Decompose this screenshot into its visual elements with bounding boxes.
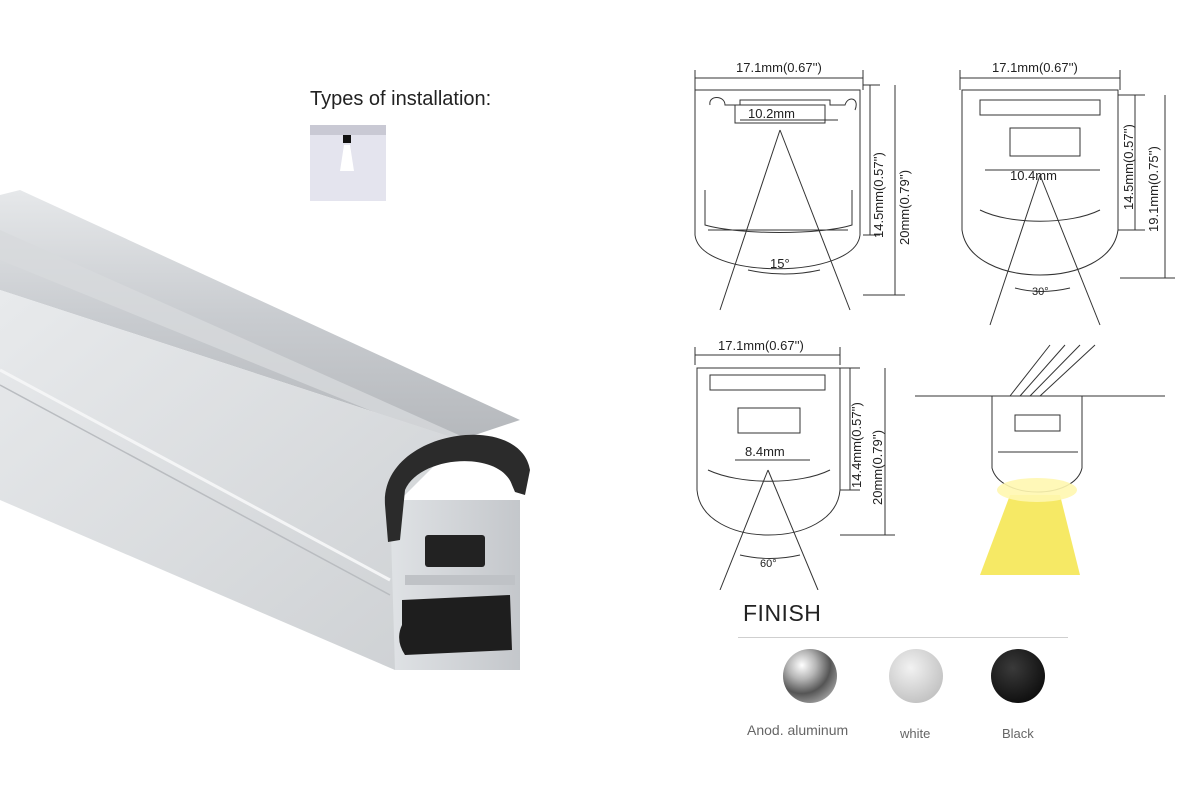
profile-a-drawing xyxy=(694,70,905,311)
finish-divider xyxy=(738,637,1068,638)
profile-c-height-inner: 14.4mm(0.57'') xyxy=(849,402,864,488)
profile-b-drawing xyxy=(959,70,1175,326)
finish-swatch-black[interactable] xyxy=(990,648,1046,704)
profile-c-drawing xyxy=(694,347,895,590)
installation-diagram xyxy=(915,344,1165,493)
technical-drawings: 17.1mm(0.67'') 10.2mm 14.5mm(0.57'') 20m… xyxy=(694,60,1175,590)
finish-label-white: white xyxy=(900,726,931,741)
profile-render-image xyxy=(0,190,530,670)
profile-a-inner: 10.2mm xyxy=(748,106,795,121)
profile-a-height-total: 20mm(0.79'') xyxy=(897,170,912,245)
pendant-installation-icon xyxy=(310,125,386,201)
light-beam xyxy=(980,495,1080,575)
profile-b-width: 17.1mm(0.67'') xyxy=(992,60,1078,75)
profile-c-inner: 8.4mm xyxy=(745,444,785,459)
profile-c-height-total: 20mm(0.79'') xyxy=(870,430,885,505)
profile-b-angle: 30° xyxy=(1032,286,1049,298)
profile-b-height-total: 19.1mm(0.75'') xyxy=(1146,146,1161,232)
finish-label-anodized: Anod. aluminum xyxy=(747,722,849,738)
finish-label-black: Black xyxy=(1002,726,1034,741)
profile-a-height-inner: 14.5mm(0.57'') xyxy=(871,152,886,238)
profile-b-inner: 10.4mm xyxy=(1010,168,1057,183)
profile-c-width: 17.1mm(0.67'') xyxy=(718,338,804,353)
profile-a-width: 17.1mm(0.67'') xyxy=(736,60,822,75)
finish-swatch-anodized[interactable] xyxy=(782,648,838,704)
profile-b-height-inner: 14.5mm(0.57'') xyxy=(1121,124,1136,210)
installation-title: Types of installation: xyxy=(310,88,492,110)
profile-c-angle: 60° xyxy=(760,558,777,570)
finish-swatch-white[interactable] xyxy=(888,648,944,704)
finish-title: FINISH xyxy=(743,600,822,626)
profile-a-angle: 15° xyxy=(770,256,790,271)
